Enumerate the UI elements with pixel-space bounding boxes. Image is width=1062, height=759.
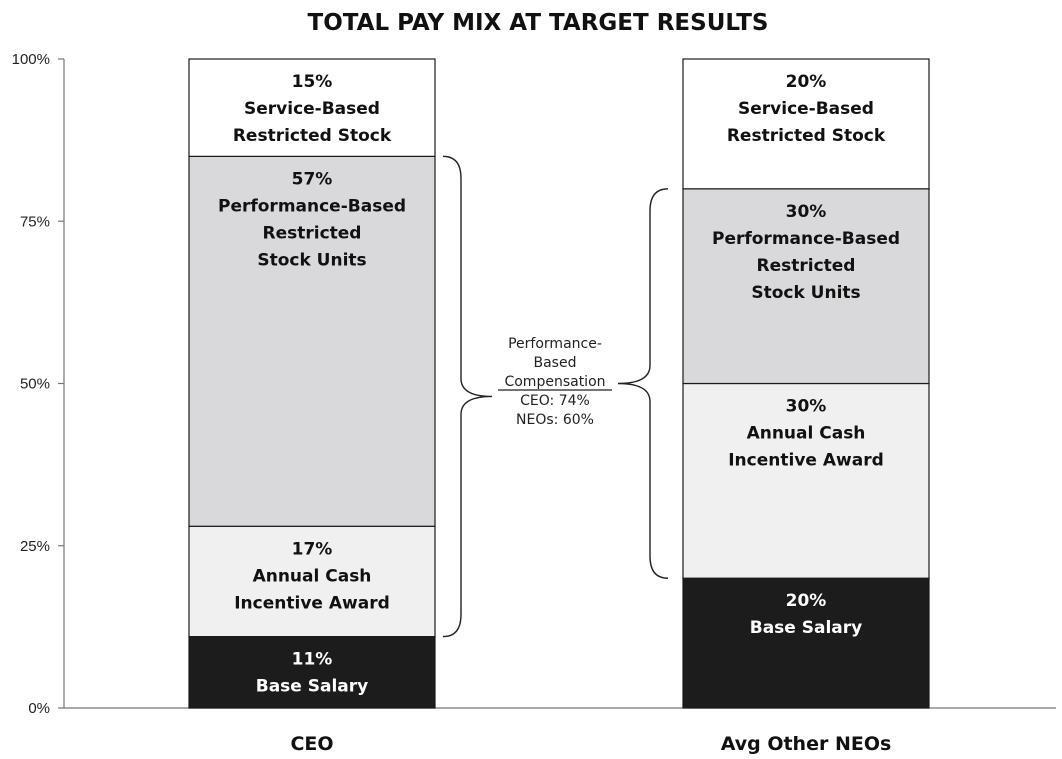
bar-segment	[682, 382, 930, 579]
curly-bracket	[617, 188, 669, 579]
annotation-text: Compensation	[504, 374, 605, 390]
segment-label: Service-Based	[244, 99, 380, 119]
y-tick-label: 50%	[20, 376, 50, 393]
segment-label: Base Salary	[750, 618, 862, 638]
x-category-label: Avg Other NEOs	[721, 733, 892, 755]
bar-segment	[188, 525, 436, 638]
data-label: 20%	[786, 591, 827, 611]
segment-label: Incentive Award	[728, 451, 884, 471]
segment-label: Restricted Stock	[727, 126, 886, 146]
annotation-text: NEOs: 60%	[516, 412, 594, 428]
segment-label: Restricted	[757, 256, 856, 276]
annotation-text: Performance-	[508, 336, 602, 352]
segment-label: Performance-Based	[218, 196, 406, 216]
data-label: 30%	[786, 202, 827, 222]
data-label: 30%	[786, 397, 827, 417]
data-label: 57%	[292, 169, 333, 189]
data-label: 15%	[292, 72, 333, 92]
y-tick-label: 25%	[20, 538, 50, 555]
y-tick-label: 100%	[12, 51, 50, 68]
bar-segment	[682, 577, 930, 709]
segment-label: Service-Based	[738, 99, 874, 119]
segment-label: Incentive Award	[234, 593, 390, 613]
annotation-text: Based	[534, 355, 577, 371]
x-category-label: CEO	[290, 733, 333, 755]
data-label: 17%	[292, 539, 333, 559]
data-label: 20%	[786, 72, 827, 92]
bar-segment	[682, 188, 930, 385]
segment-label: Stock Units	[751, 283, 860, 303]
bar-segment	[188, 636, 436, 709]
y-tick-label: 0%	[28, 700, 50, 717]
data-label: 11%	[292, 650, 333, 670]
bar-segment	[188, 155, 436, 527]
segment-label: Annual Cash	[253, 566, 372, 586]
annotation-text: CEO: 74%	[520, 393, 590, 409]
segment-label: Restricted	[263, 223, 362, 243]
segment-label: Base Salary	[256, 677, 368, 697]
chart-title: TOTAL PAY MIX AT TARGET RESULTS	[308, 10, 769, 36]
bar-segment	[188, 58, 436, 157]
segment-label: Performance-Based	[712, 229, 900, 249]
y-tick-label: 75%	[20, 213, 50, 230]
segment-label: Restricted Stock	[233, 126, 392, 146]
segment-label: Stock Units	[257, 250, 366, 270]
segment-label: Annual Cash	[747, 424, 866, 444]
curly-bracket	[442, 155, 493, 638]
bar-segment	[682, 58, 930, 190]
